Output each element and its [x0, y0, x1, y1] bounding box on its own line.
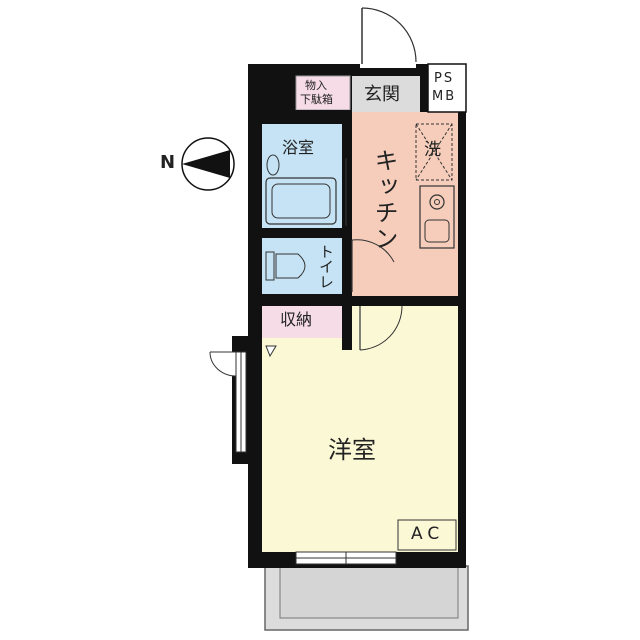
ps-mb-box: [427, 63, 467, 113]
entrance-label: 玄関: [364, 84, 400, 105]
bath-label: 浴室: [282, 138, 315, 157]
ac-label: AC: [411, 524, 445, 544]
shoe-box-label-1: 物入: [305, 79, 327, 92]
compass-needle: [182, 150, 230, 178]
kitchen-label: キッチン: [370, 148, 398, 252]
wall-storage-room: [342, 306, 352, 350]
storage-door-mark: [265, 345, 277, 358]
left-window-swing: [209, 351, 237, 377]
western-room-label: 洋室: [328, 436, 376, 464]
room-door-swing: [359, 305, 403, 351]
bath-sink: [266, 154, 280, 176]
entrance-door-gap: [360, 60, 416, 68]
wall-kitchen-room: [400, 296, 458, 306]
wall-bath-kitchen: [342, 112, 352, 156]
toilet-label: トイレ: [317, 244, 335, 289]
toilet-tank: [265, 251, 275, 281]
balcony-floor: [279, 565, 459, 619]
ac-box: [397, 519, 457, 551]
storage-label: 収納: [280, 310, 313, 329]
mb-label: MB: [432, 89, 457, 104]
storage-floor: [262, 306, 342, 338]
toilet-door-swing: [351, 239, 395, 263]
wall-toilet-storage: [262, 294, 352, 306]
washer-label: 洗: [424, 140, 441, 160]
entrance-door-swing: [361, 7, 417, 63]
shoe-box-label-2: 下駄箱: [300, 93, 333, 106]
wall-top-shoe: [262, 110, 352, 124]
shoe-box: [295, 75, 351, 111]
bathtub-inner: [271, 183, 331, 219]
toilet-bowl: [275, 253, 306, 279]
compass-north-label: N: [160, 152, 176, 173]
wall-bath-toilet: [262, 228, 352, 238]
stove-burner: [429, 194, 445, 210]
stove-burner-inner: [434, 199, 440, 205]
entrance-floor: [352, 76, 420, 112]
washer-cross-1: [415, 123, 453, 181]
wall-entrance-ps: [420, 64, 428, 112]
washer-cross-2: [415, 123, 453, 181]
ps-label: PS: [434, 71, 455, 86]
kitchen-sink: [424, 219, 450, 243]
